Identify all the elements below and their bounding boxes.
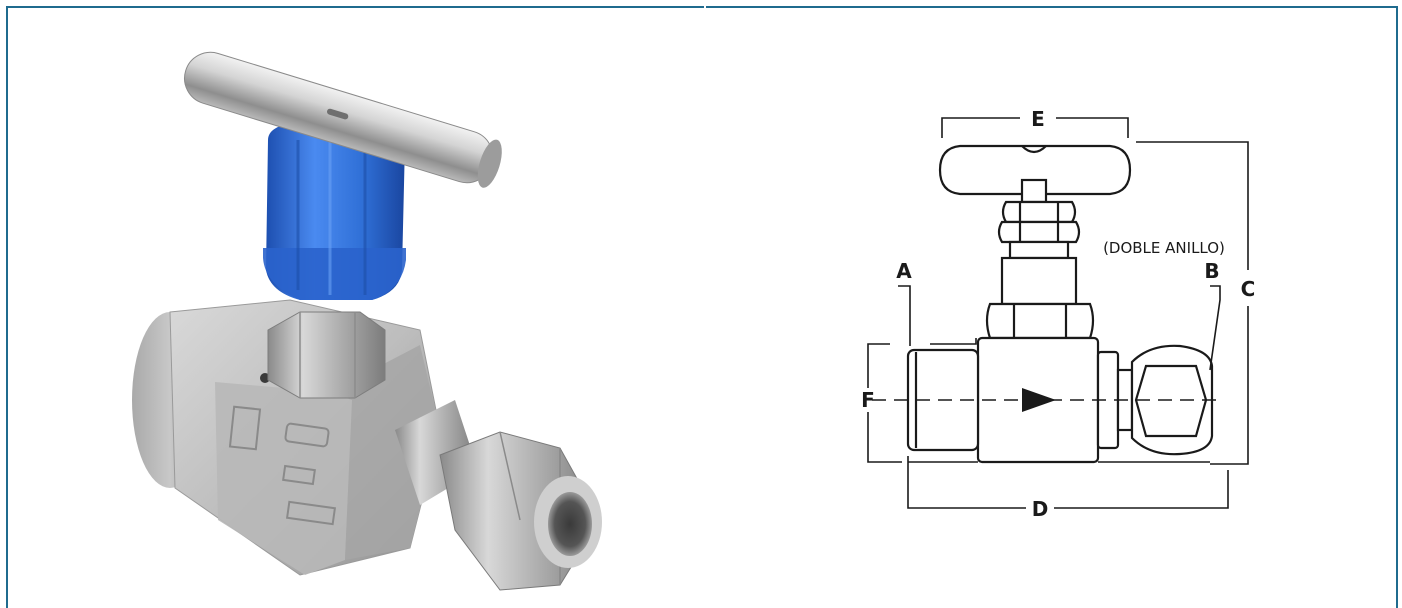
body-marking-3 [285,500,337,526]
dim-c-top [1136,141,1249,270]
t-handle-end [477,139,502,188]
drawing-handle-pin [1021,145,1047,154]
drawing-bonnet-hex [985,302,1095,340]
dim-d-left [907,456,1026,509]
drawing-bonnet-ring [1008,240,1070,260]
valve-dimension-drawing [867,117,1249,509]
dim-e-right [1056,117,1129,138]
drawing-packing-nut-top [1001,200,1077,224]
note-doble-anillo: (DOBLE ANILLO) [1103,239,1225,257]
dim-label-d: D [1032,497,1049,521]
dim-d-right [1054,470,1229,509]
dim-f-top [867,343,890,388]
body-side-face [330,345,440,560]
drawing-handle [938,144,1132,196]
dim-a-leader [898,285,911,346]
valve-photo [132,51,602,591]
dim-label-e: E [1031,107,1045,131]
dim-label-c: C [1241,277,1256,301]
drawing-stem [1020,178,1048,204]
t-handle [184,51,502,188]
frame-border-right [1396,6,1398,608]
dim-c-bottom [1210,306,1249,465]
drawing-packing-nut-mid [997,220,1081,244]
body-marking-2 [282,464,316,486]
dim-e-left [941,117,1020,138]
drawing-bonnet [1000,256,1078,306]
body-logo-stamp [228,405,262,451]
dim-f-bottom [867,412,902,463]
dim-label-f: F [861,388,875,412]
dim-label-b: B [1204,259,1219,283]
dim-b-leader [1209,285,1221,371]
fitting-port [548,492,592,556]
frame-border-left [6,6,8,608]
dim-label-a: A [896,259,912,283]
bonnet-hex-nut [267,311,386,399]
dim-a-extension [930,338,977,345]
body-marking-1 [284,422,330,448]
t-handle-pin [326,108,349,120]
nut-edge-1 [499,431,521,521]
frame-border-gap [704,6,706,10]
frame-border-top [6,6,1398,8]
